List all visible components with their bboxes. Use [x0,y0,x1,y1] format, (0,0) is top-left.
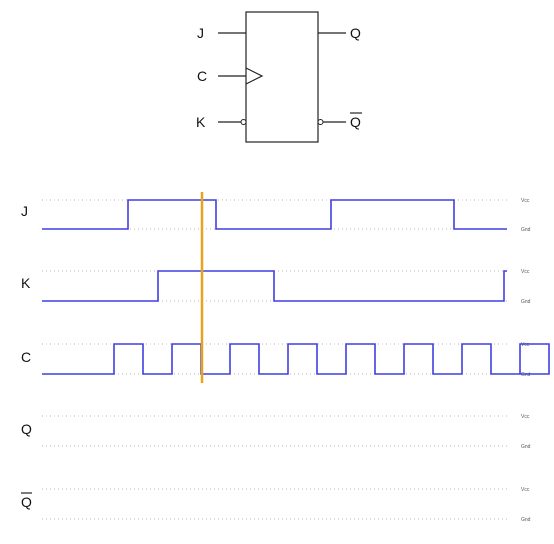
q-bar-output-label: Q [350,114,361,130]
signal-label: Q [21,421,32,437]
signal-label: C [21,349,31,365]
signal-label: K [21,275,31,291]
vcc-rail-label: Vcc [521,198,530,204]
vcc-rail-label: Vcc [521,487,530,493]
vcc-rail-label: Vcc [521,269,530,275]
j-input-label: J [197,25,204,41]
gnd-rail-label: Gnd [521,517,531,523]
c-input-label: C [197,68,207,84]
jk-flip-flop-symbol: J C K Q Q [196,11,362,143]
flip-flop-body [245,11,319,143]
q-output-label: Q [350,25,361,41]
signal-waveform [42,199,507,230]
gnd-rail-label: Gnd [521,227,531,233]
clock-triangle [245,67,264,85]
signal-waveform [42,343,550,375]
signal-waveform [42,270,507,302]
gnd-rail-label: Gnd [521,444,531,450]
vcc-rail-label: Vcc [521,414,530,420]
gnd-rail-label: Gnd [521,299,531,305]
gnd-rail-label: Gnd [521,372,531,378]
signal-label: J [21,203,28,219]
k-input-label: K [196,114,206,130]
q-bar-inversion-bubble [317,119,324,125]
signal-label: Q [21,494,32,510]
k-inversion-bubble [240,119,247,125]
vcc-rail-label: Vcc [521,342,530,348]
